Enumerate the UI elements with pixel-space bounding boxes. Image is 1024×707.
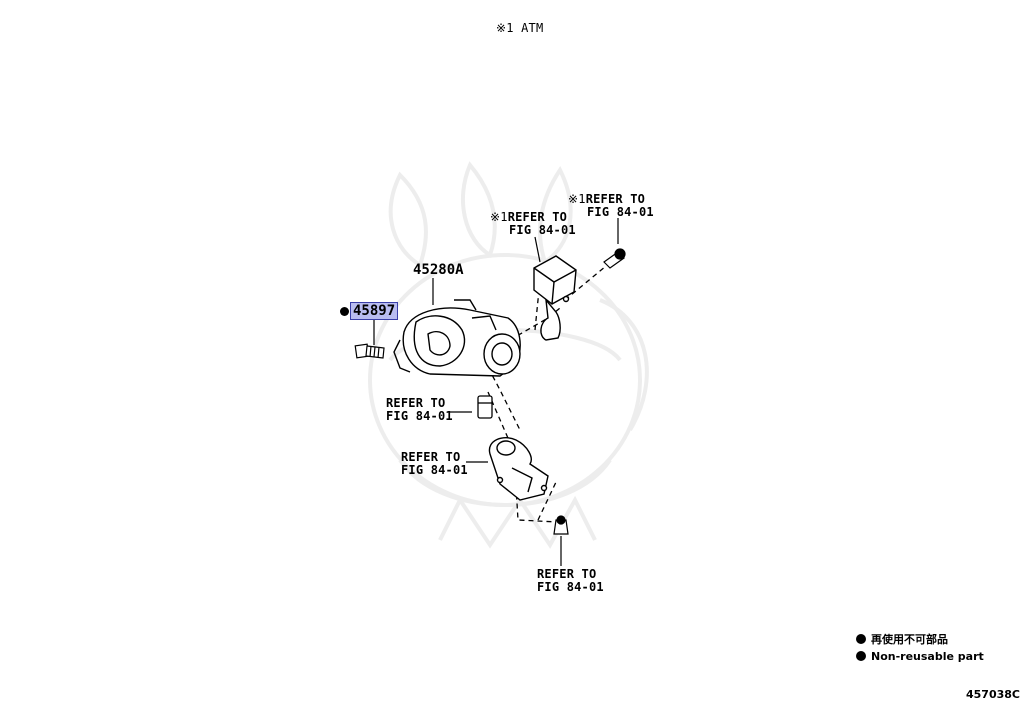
bolt-45897 bbox=[354, 343, 385, 359]
non-reusable-dot-icon bbox=[856, 650, 866, 661]
refer-label-top-mid[interactable]: ※1REFER TO FIG 84-01 bbox=[490, 210, 576, 237]
header-note: ※1 ATM bbox=[496, 21, 544, 35]
refer-label-bottom[interactable]: REFER TO FIG 84-01 bbox=[537, 567, 604, 594]
steering-lock-housing bbox=[393, 299, 521, 377]
connector-small bbox=[477, 395, 493, 419]
legend-text-jp: 再使用不可部品 bbox=[871, 633, 948, 646]
non-reusable-dot-icon bbox=[856, 633, 866, 644]
non-reusable-dot-icon bbox=[340, 306, 349, 316]
upper-switch bbox=[533, 255, 577, 341]
part-number-45897-row[interactable]: 45897 bbox=[340, 302, 399, 320]
refer-label-top-right[interactable]: ※1REFER TO FIG 84-01 bbox=[568, 192, 654, 219]
refer-label-left-mid[interactable]: REFER TO FIG 84-01 bbox=[386, 396, 453, 423]
part-number-45897[interactable]: 45897 bbox=[350, 302, 399, 320]
screw-bottom bbox=[553, 515, 569, 535]
part-number-45280A[interactable]: 45280A bbox=[413, 262, 464, 278]
refer-label-left-low[interactable]: REFER TO FIG 84-01 bbox=[401, 450, 468, 477]
legend-row-en: Non-reusable part bbox=[856, 645, 984, 663]
figure-id: 457038C bbox=[966, 688, 1020, 701]
legend-row-jp: 再使用不可部品 bbox=[856, 628, 984, 646]
leader-lines bbox=[373, 218, 619, 566]
legend-text-en: Non-reusable part bbox=[871, 650, 984, 663]
legend: 再使用不可部品 Non-reusable part bbox=[856, 628, 984, 663]
lower-switch bbox=[488, 436, 549, 501]
screw-top-right bbox=[603, 248, 626, 269]
